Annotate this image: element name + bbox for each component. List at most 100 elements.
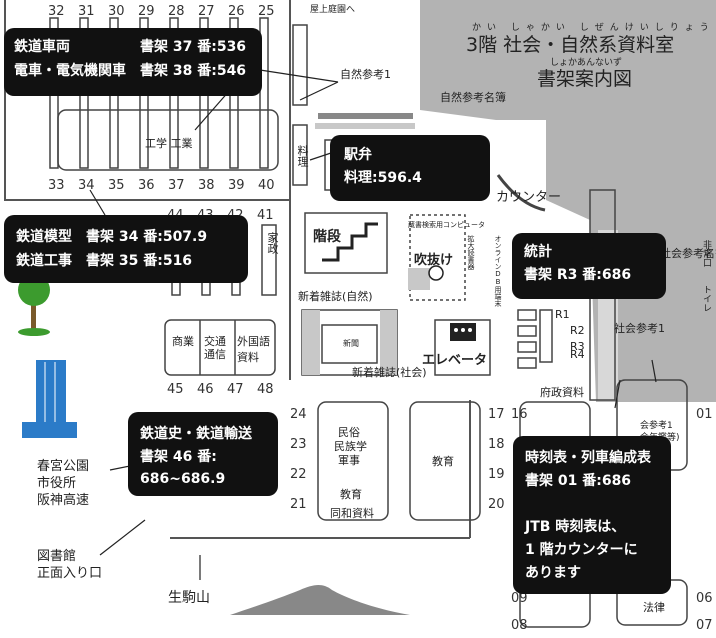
shelf-number: 24: [290, 407, 307, 422]
tree-icon: [18, 274, 50, 336]
newspaper-label: 新聞: [343, 339, 359, 348]
callout-railway-vehicles: 鉄道車両 書架 37 番:536 電車・電気機関車 書架 38 番:546: [4, 28, 262, 96]
ref-shelf-r3: R3: [570, 340, 585, 353]
commerce-label: 商業: [172, 335, 194, 348]
shelf-number: 22: [290, 467, 307, 482]
shelf-number: 41: [257, 208, 274, 223]
shelf-number: 48: [257, 382, 274, 397]
callout-timetables: 時刻表・列車編成表 書架 01 番:686 JTB 時刻表は、 1 階カウンター…: [513, 436, 671, 594]
shelf-number: 33: [48, 178, 65, 193]
mountain-icon: [230, 585, 410, 615]
shelf-number: 39: [228, 178, 245, 193]
engineering-label: 工学 工業: [145, 137, 193, 150]
social-ref-1-label: 社会参考1: [614, 322, 665, 335]
counter-label: カウンター: [496, 190, 562, 205]
callout-line: 時刻表・列車編成表: [525, 450, 651, 466]
folklore-label: 民俗: [338, 426, 360, 439]
shelf-number: 40: [258, 178, 275, 193]
callout-line: 1 階カウンターに: [525, 542, 638, 558]
shelf-number: 20: [488, 497, 505, 512]
shelf-number: 06: [696, 591, 713, 606]
shelf-number: 21: [290, 497, 307, 512]
callout-line: 686~686.9: [140, 471, 226, 487]
shelf-number: 16: [511, 407, 528, 422]
shelf-number: 27: [198, 4, 215, 19]
natural-ref-1-label: 自然参考1: [340, 68, 391, 81]
shelf-number: 30: [108, 4, 125, 19]
floor-title-ruby: かい しゃかい しぜんけいしりょうしつ: [472, 23, 716, 33]
page-subtitle: 書架案内図: [537, 68, 633, 90]
shelf-number: 45: [167, 382, 184, 397]
shelf-number: 01: [696, 407, 713, 422]
cooking-label: 料理: [296, 145, 309, 167]
callout-line: 電車・電気機関車 書架 38 番:546: [14, 63, 247, 79]
callout-railway-history: 鉄道史・鉄道輸送 書架 46 番: 686~686.9: [128, 412, 278, 496]
gov-doc-label: 府政資料: [540, 386, 584, 399]
communication-label: 通信: [204, 348, 226, 361]
shelf-number: 32: [48, 4, 65, 19]
callout-line: 鉄道工事 書架 35 番:516: [16, 253, 193, 269]
shelf-number: 18: [488, 437, 505, 452]
elevator-icon: [450, 323, 476, 341]
new-mag-society-label: 新着雑誌(社会): [352, 366, 427, 379]
rooftop-exit-label: 屋上庭園へ: [310, 5, 356, 15]
stairs-icon: [322, 222, 378, 262]
shelf-number: 25: [258, 4, 275, 19]
callout-line: JTB 時刻表は、: [525, 519, 626, 535]
shelf-number: 26: [228, 4, 245, 19]
social-ref-list-label: 社会参考名簿: [660, 247, 716, 260]
dowa-label: 同和資料: [330, 507, 374, 520]
callout-line: 鉄道史・鉄道輸送: [140, 426, 252, 442]
ref-shelf-r1: R1: [555, 308, 570, 321]
home-ec-label: 家政: [266, 232, 279, 254]
callout-railway-models: 鉄道模型 書架 34 番:507.9 鉄道工事 書架 35 番:516: [4, 215, 248, 283]
shelf-number: 37: [168, 178, 185, 193]
shelf-number: 23: [290, 437, 307, 452]
callout-line: あります: [525, 565, 581, 581]
shelf-number: 36: [138, 178, 155, 193]
callout-line: 鉄道模型 書架 34 番:507.9: [16, 229, 208, 245]
shelf-number: 31: [78, 4, 95, 19]
callout-line: 鉄道車両 書架 37 番:536: [14, 39, 247, 55]
shelf-number: 35: [108, 178, 125, 193]
atrium-label: 吹抜け: [414, 253, 454, 268]
tower-icon: [22, 360, 77, 438]
shelf-number: 08: [511, 618, 528, 633]
shelf-number: 29: [138, 4, 155, 19]
ref-shelf-r2: R2: [570, 324, 585, 337]
shelf-number: 19: [488, 467, 505, 482]
education-2-label: 教育: [340, 488, 362, 501]
subtitle-ruby: しょかあんないず: [550, 58, 623, 68]
shelf-number: 38: [198, 178, 215, 193]
law-label: 法律: [643, 601, 665, 614]
callout-line: 駅弁: [344, 147, 372, 163]
military-label: 軍事: [338, 454, 360, 467]
shelf-number: 28: [168, 4, 185, 19]
ethnology-label: 民族学: [334, 440, 367, 453]
callout-statistics: 統計 書架 R3 番:686: [512, 233, 666, 299]
shelf-number: 07: [696, 618, 713, 633]
toilet-label: トイレ: [701, 285, 711, 312]
shelf-number: 34: [78, 178, 95, 193]
callout-line: 書架 46 番:: [140, 449, 217, 465]
shelf-number: 09: [511, 591, 528, 606]
new-mag-nature-label: 新着雑誌(自然): [298, 290, 373, 303]
direction-park: 春宮公園: [37, 459, 90, 474]
callout-line: 料理:596.4: [344, 170, 422, 186]
natural-ref-list-label: 自然参考名簿: [440, 91, 506, 104]
stairs-label: 階段: [313, 229, 341, 245]
callout-line: 書架 01 番:686: [525, 473, 632, 489]
callout-ekiben: 駅弁 料理:596.4: [330, 135, 490, 201]
shelf-number: 47: [227, 382, 244, 397]
online-db-label: オンラインDB用端末: [494, 235, 502, 307]
elevator-label: エレベータ: [422, 353, 488, 368]
emergency-exit-label: 非常口: [701, 240, 711, 267]
page-title: 3階 社会・自然系資料室: [466, 34, 675, 56]
callout-line: 統計: [524, 244, 552, 260]
direction-city-hall: 市役所: [37, 476, 77, 491]
education-label: 教育: [432, 455, 454, 468]
callout-line: 書架 R3 番:686: [524, 267, 632, 283]
direction-highway: 阪神高速: [37, 493, 90, 508]
shelf-number: 46: [197, 382, 214, 397]
